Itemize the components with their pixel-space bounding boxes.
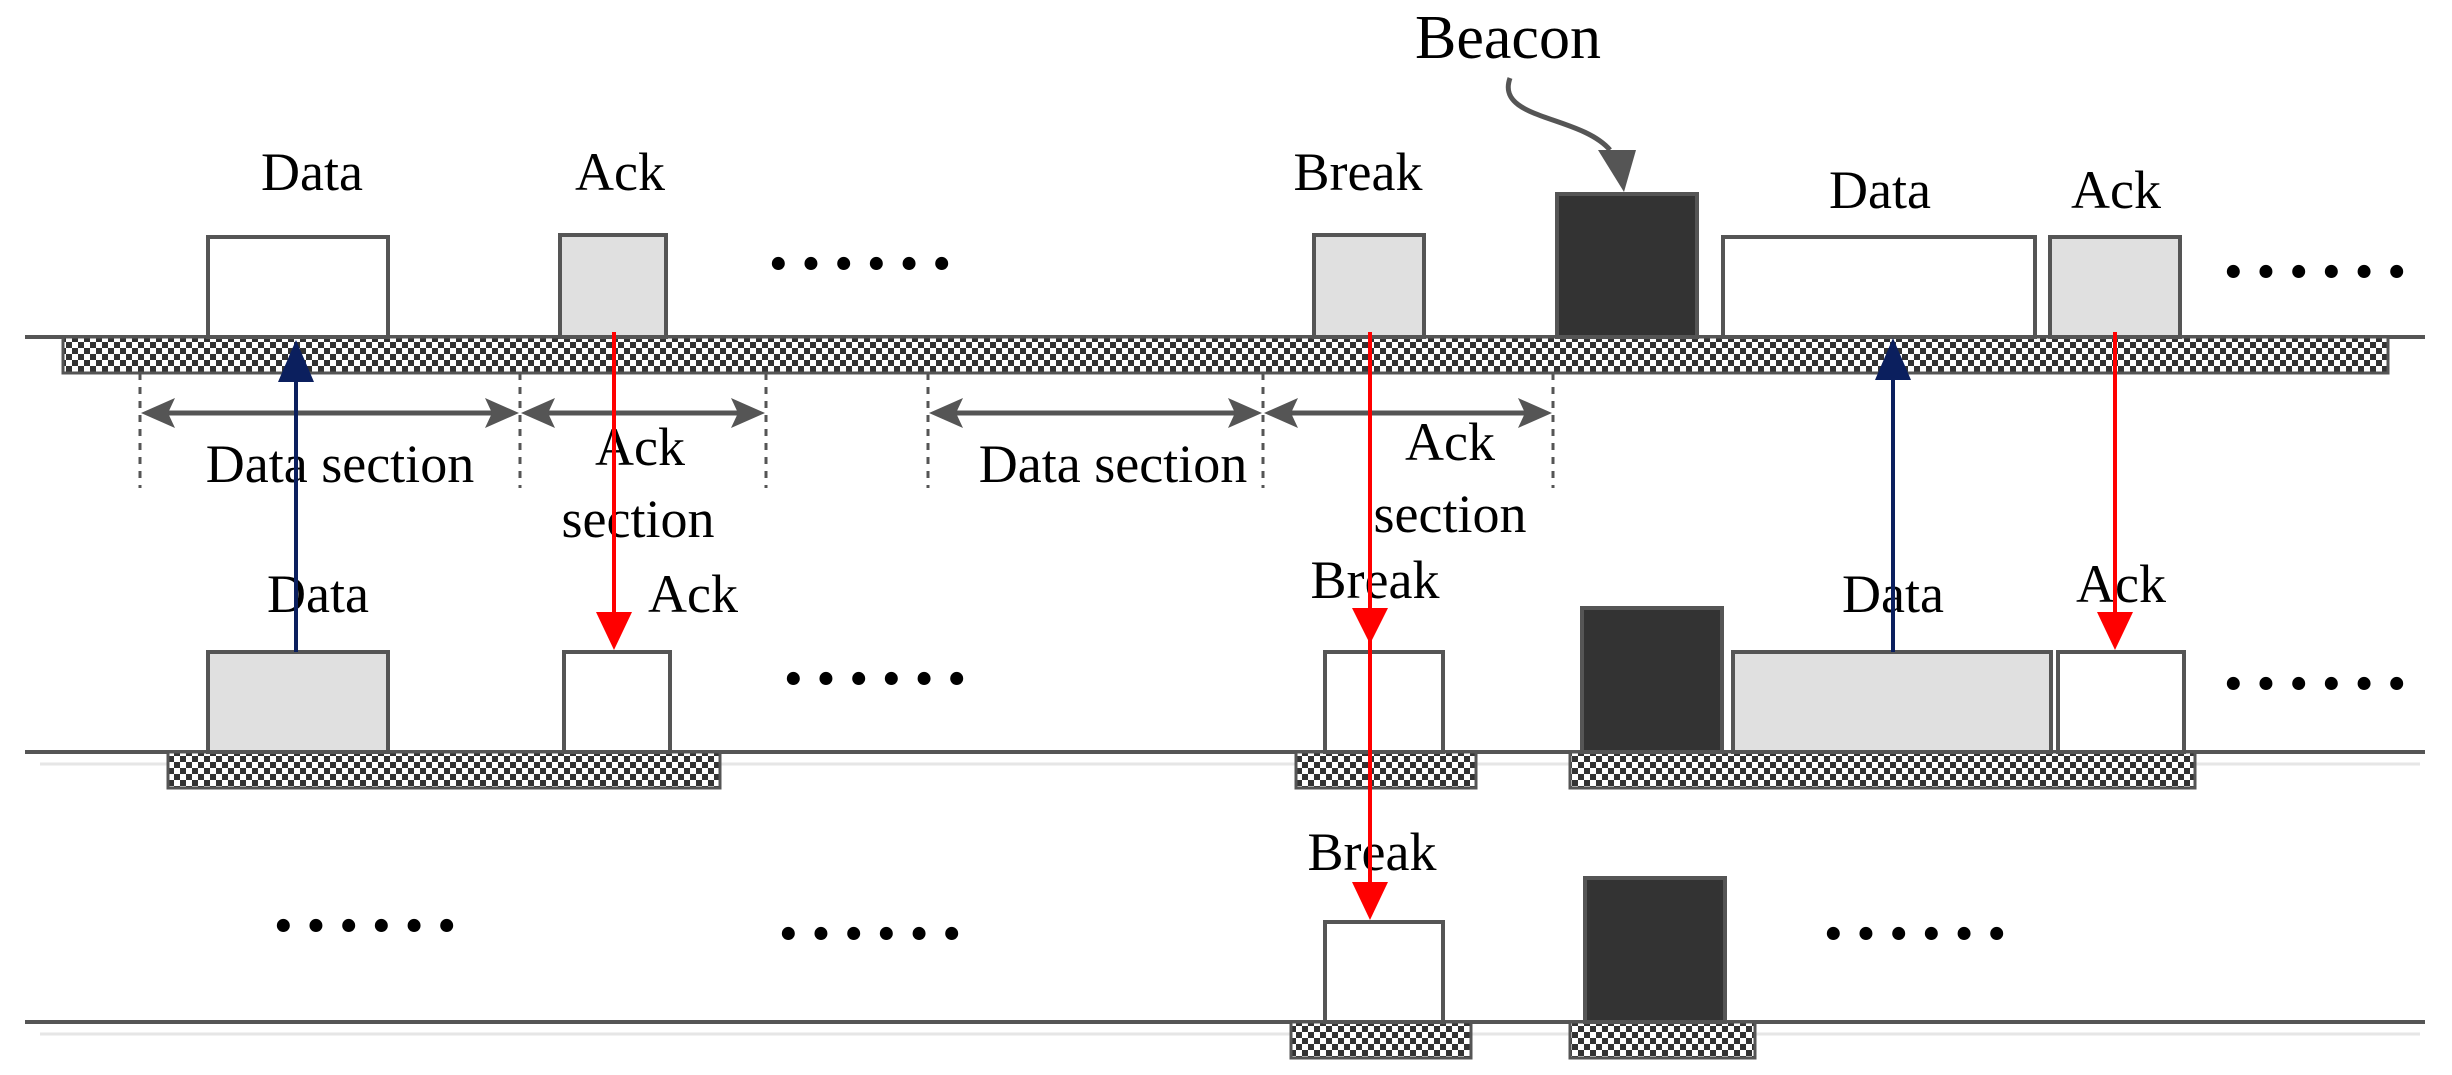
downlink-ack-arrowhead-2 — [2097, 612, 2133, 650]
data-section-label-2: Data section — [979, 434, 1247, 494]
row-3-ellipsis-2: ······ — [775, 890, 971, 978]
row-3-ellipsis-1: ······ — [270, 882, 466, 970]
arrowhead — [731, 398, 765, 428]
ack-section-label-2-line1: Ack — [1405, 412, 1495, 472]
row-3: ······ ······ Break ······ — [25, 822, 2425, 1060]
break-arrowhead-row-3 — [1352, 882, 1388, 920]
arrowhead — [141, 398, 175, 428]
row-1-channel-bar — [61, 335, 2390, 375]
beacon-pointer-curve — [1505, 77, 1612, 152]
row-2-ack-frame-2 — [2056, 650, 2186, 754]
row-2-ack-frame — [562, 650, 672, 754]
row-1-beacon-frame — [1555, 192, 1699, 339]
row-3-break-frame — [1323, 920, 1445, 1024]
row-1-data-frame-2 — [1721, 235, 2037, 339]
beacon-pointer-arrowhead — [1598, 150, 1636, 192]
row-3-channel-bar — [1289, 1020, 1473, 1060]
transmission-arrows — [278, 332, 2133, 920]
row-1-ellipsis-2: ······ — [2220, 228, 2416, 316]
section-arrows — [141, 398, 1552, 428]
arrowhead — [1228, 398, 1262, 428]
row-2-channel-bar — [166, 750, 722, 790]
break-arrowhead-row-2 — [1352, 608, 1388, 644]
row-1-break-label: Break — [1294, 142, 1423, 202]
row-2-break-label: Break — [1311, 550, 1440, 610]
arrowhead — [485, 398, 519, 428]
row-2-data-frame — [206, 650, 390, 754]
row-1-data-frame — [206, 235, 390, 339]
row-2-beacon-frame — [1580, 606, 1724, 754]
row-3-ellipsis-3: ······ — [1820, 890, 2016, 978]
row-3-channel-bar — [1568, 1020, 1757, 1060]
row-1-ack-frame — [558, 233, 668, 339]
row-2-channel-bar — [1568, 750, 2197, 790]
row-2-ellipsis-2: ······ — [2220, 640, 2416, 728]
row-1-break-frame — [1312, 233, 1426, 339]
ack-section-label-2-line2: section — [1374, 484, 1527, 544]
ack-section-label-1-line1: Ack — [595, 417, 685, 477]
row-1-ack-label: Ack — [575, 142, 665, 202]
row-1-data-label-2: Data — [1829, 160, 1931, 220]
row-2-data-frame-2 — [1731, 650, 2053, 754]
row-2-data-label: Data — [267, 564, 369, 624]
row-2-ack-label: Ack — [648, 564, 738, 624]
arrowhead — [929, 398, 963, 428]
data-section-label-1: Data section — [206, 434, 474, 494]
arrowhead — [521, 398, 555, 428]
uplink-arrowhead-1 — [278, 340, 314, 382]
row-2-channel-bar — [1294, 750, 1478, 790]
row-1-ack-label-2: Ack — [2071, 160, 2161, 220]
row-1-ack-frame-2 — [2048, 235, 2182, 339]
arrowhead — [1518, 398, 1552, 428]
row-2-break-frame — [1323, 650, 1445, 754]
row-1-ellipsis-1: ······ — [765, 220, 961, 308]
row-1: Data Ack ······ Break Beacon Data Ack ··… — [25, 4, 2425, 375]
row-2-ack-label-2: Ack — [2076, 554, 2166, 614]
beacon-label: Beacon — [1415, 4, 1601, 72]
row-3-beacon-frame — [1583, 876, 1727, 1024]
row-1-data-label: Data — [261, 142, 363, 202]
row-2: Data Ack ······ Break Data Ack ······ — [25, 550, 2425, 790]
downlink-ack-arrowhead-1 — [596, 612, 632, 650]
row-2-ellipsis-1: ······ — [780, 635, 976, 723]
arrowhead — [1264, 398, 1298, 428]
ack-section-label-1-line2: section — [562, 489, 715, 549]
section-markers — [138, 373, 1555, 488]
uplink-arrowhead-2 — [1875, 338, 1911, 380]
